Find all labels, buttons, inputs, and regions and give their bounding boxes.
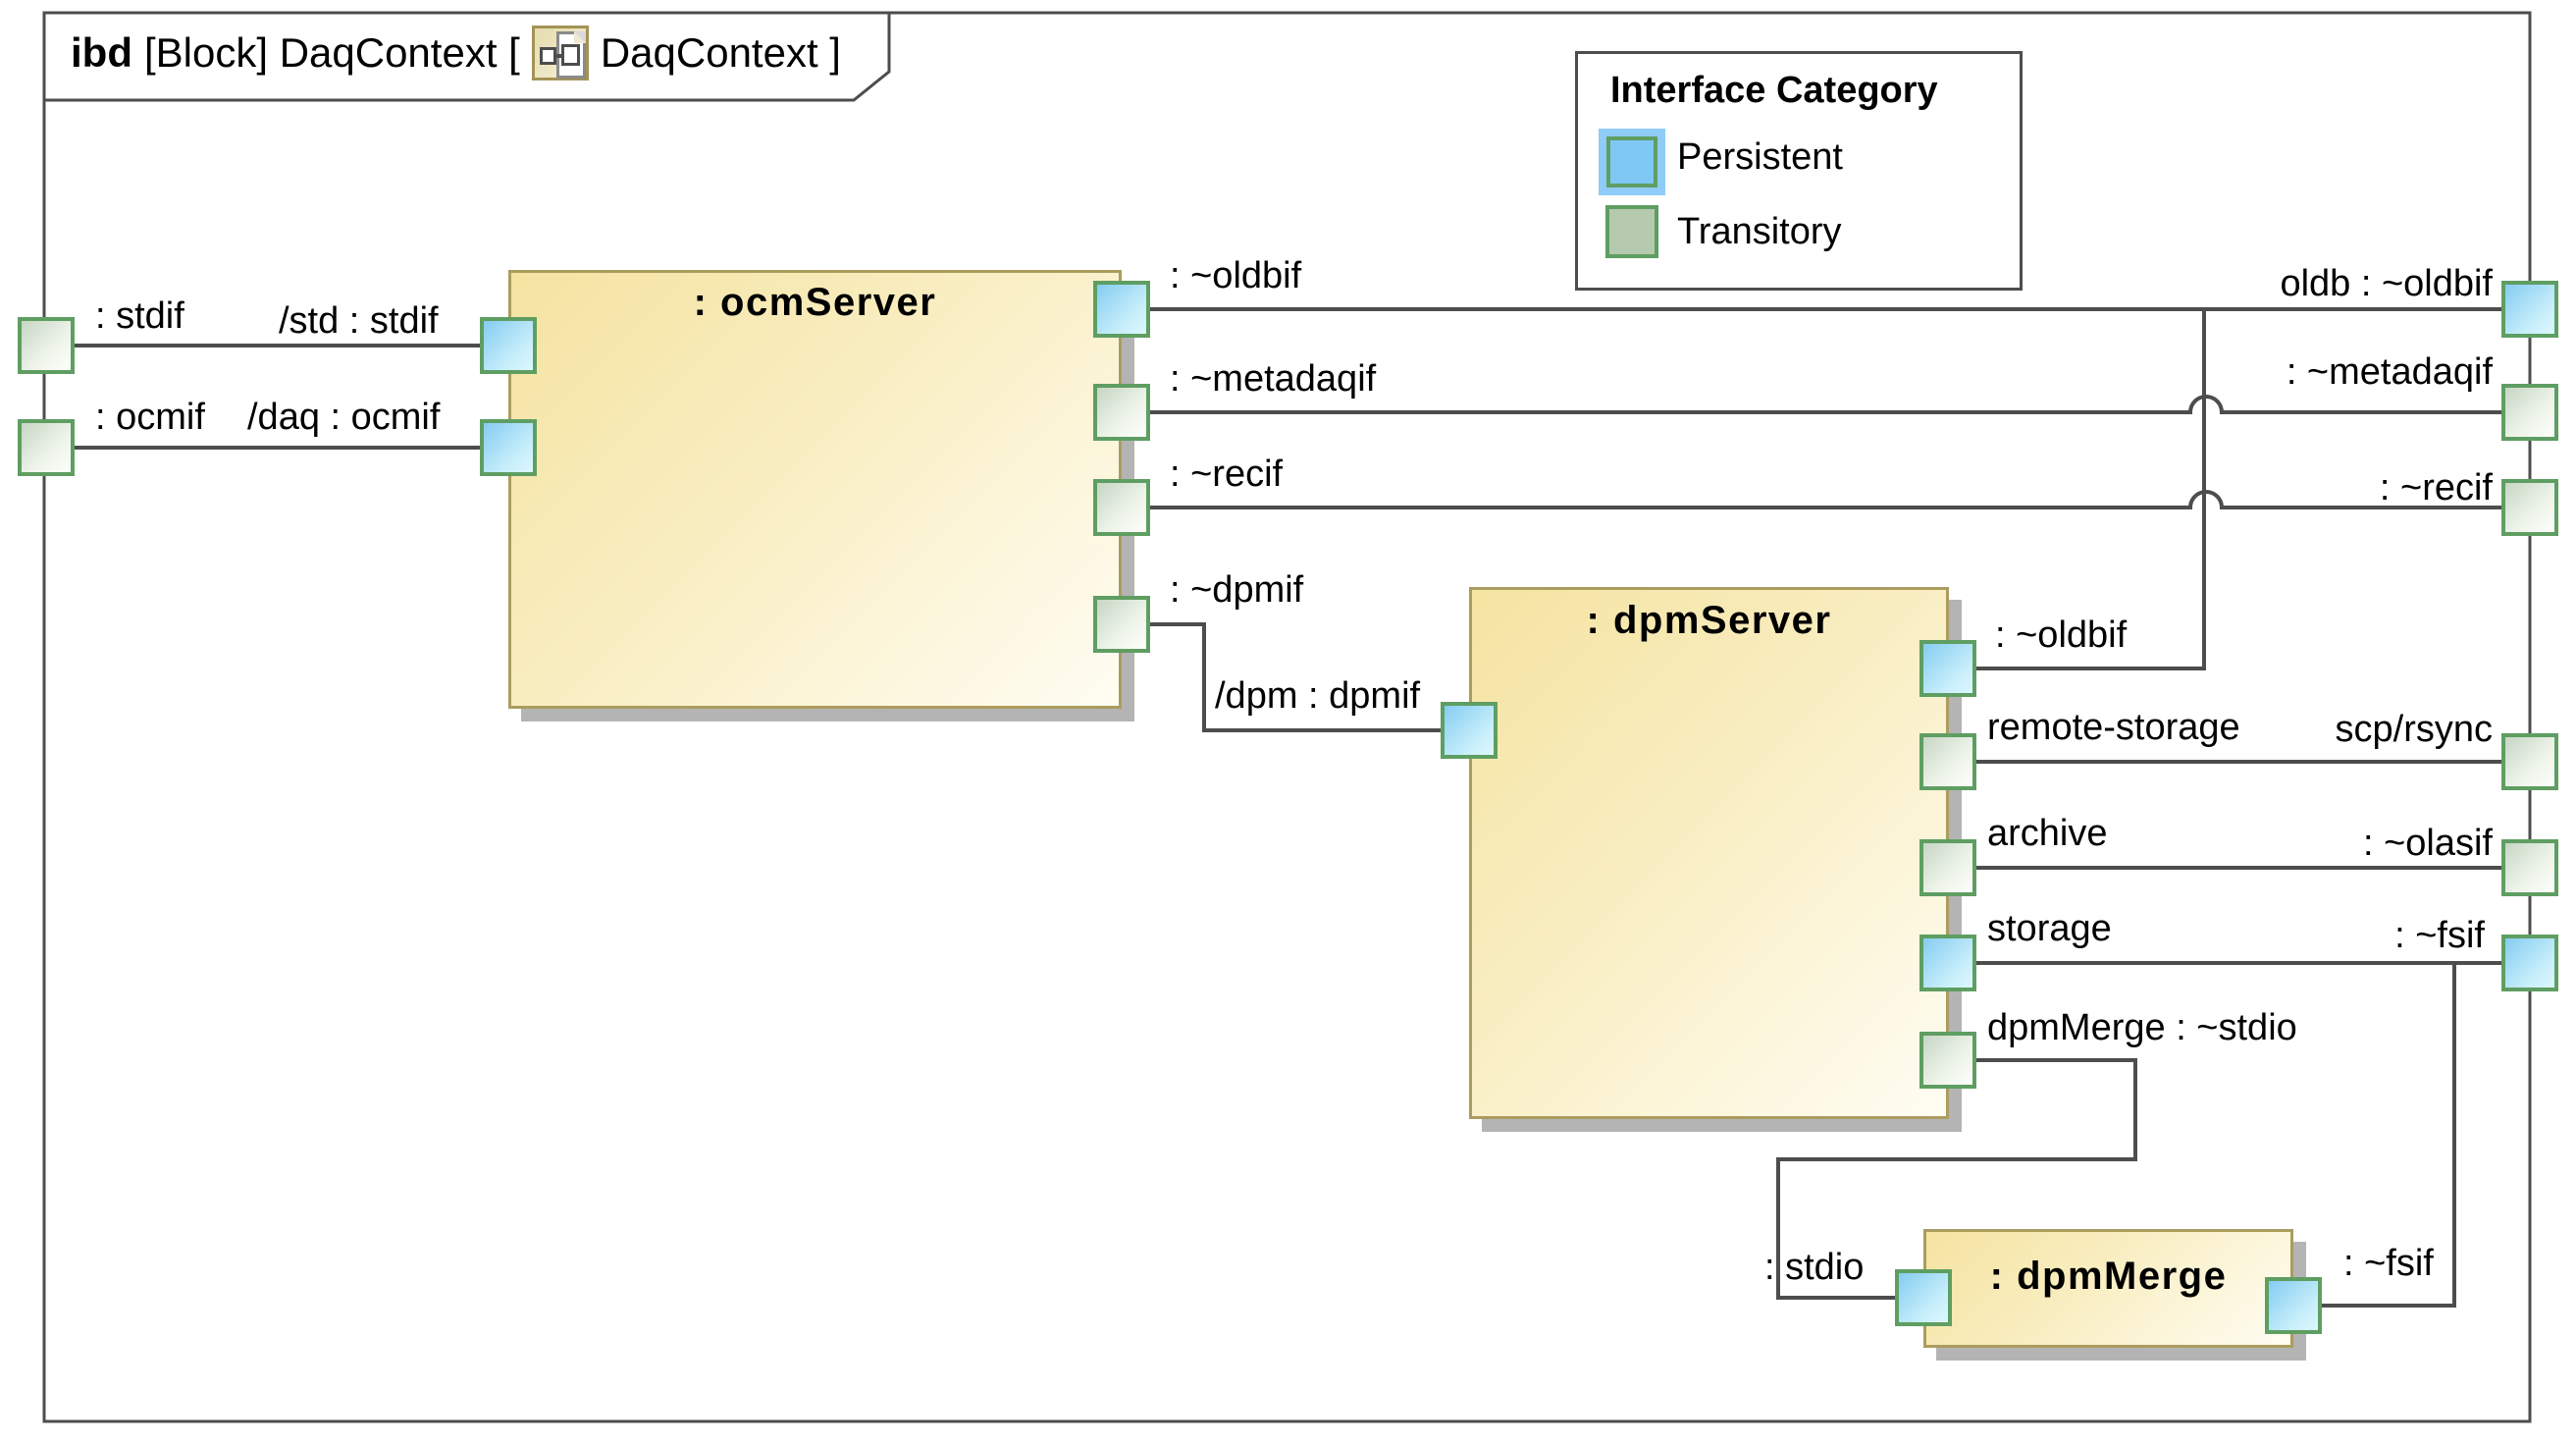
port-frame-stdif[interactable] bbox=[18, 317, 75, 374]
port-frame-ocmif[interactable] bbox=[18, 419, 75, 476]
persistent-swatch-halo bbox=[1599, 129, 1665, 195]
frame-title-tab bbox=[42, 11, 891, 102]
port-frame-metadaqif[interactable] bbox=[2501, 384, 2558, 441]
label-metadaqif-frame: : ~metadaqif bbox=[2286, 351, 2493, 393]
label-recif-frame: : ~recif bbox=[2379, 467, 2493, 508]
port-ocm-oldbif[interactable] bbox=[1093, 281, 1150, 338]
label-stdif: : stdif bbox=[95, 295, 184, 337]
block-ocm-server-title: : ocmServer bbox=[693, 281, 937, 324]
port-merge-fsif[interactable] bbox=[2265, 1277, 2322, 1334]
port-merge-stdio[interactable] bbox=[1895, 1269, 1952, 1326]
frame-diagram-name: DaqContext ] bbox=[600, 29, 841, 76]
label-ocmif: : ocmif bbox=[95, 397, 205, 438]
port-ocm-daq[interactable] bbox=[480, 419, 537, 476]
label-std-part: /std : stdif bbox=[279, 300, 439, 342]
port-ocm-recif[interactable] bbox=[1093, 479, 1150, 536]
port-ocm-metadaqif[interactable] bbox=[1093, 384, 1150, 441]
label-oldb: oldb : ~oldbif bbox=[2280, 263, 2493, 304]
label-oldbif-dpm: : ~oldbif bbox=[1995, 615, 2128, 656]
label-scp-rsync: scp/rsync bbox=[2335, 709, 2493, 750]
diagram-frame bbox=[42, 11, 2532, 1423]
label-oldbif-ocm: : ~oldbif bbox=[1170, 255, 1302, 296]
port-frame-oldb[interactable] bbox=[2501, 281, 2558, 338]
connector-metadaqif[interactable] bbox=[1150, 395, 2501, 414]
label-dpm-merge-stdio: dpmMerge : ~stdio bbox=[1987, 1007, 2297, 1048]
port-dpm-remote-storage[interactable] bbox=[1919, 733, 1976, 790]
port-dpm-oldbif[interactable] bbox=[1919, 640, 1976, 697]
port-ocm-std[interactable] bbox=[480, 317, 537, 374]
connector-recif[interactable] bbox=[1150, 490, 2501, 509]
label-stdio: : stdio bbox=[1764, 1247, 1865, 1288]
port-dpm-archive[interactable] bbox=[1919, 839, 1976, 896]
label-fsif-merge: : ~fsif bbox=[2343, 1243, 2434, 1284]
connector-stdio[interactable] bbox=[1776, 1058, 2137, 1300]
label-fsif-frame: : ~fsif bbox=[2394, 915, 2485, 956]
frame-title: ibd [Block] DaqContext [ DaqContext ] bbox=[71, 24, 841, 82]
ibd-diagram-icon bbox=[531, 26, 589, 80]
label-daq-part: /daq : ocmif bbox=[247, 397, 441, 438]
legend-item-persistent: Persistent bbox=[1677, 136, 1843, 178]
connector-dpmif[interactable] bbox=[1150, 622, 1441, 732]
connector-oldbif-dpm-branch[interactable] bbox=[1976, 311, 2206, 670]
label-storage: storage bbox=[1987, 908, 2112, 949]
label-metadaqif-ocm: : ~metadaqif bbox=[1170, 358, 1377, 400]
port-frame-scp-rsync[interactable] bbox=[2501, 733, 2558, 790]
label-dpm-part: /dpm : dpmif bbox=[1215, 675, 1421, 717]
port-frame-recif[interactable] bbox=[2501, 479, 2558, 536]
interface-category-legend: Interface Category Persistent Transitory bbox=[1575, 51, 2023, 291]
port-frame-fsif[interactable] bbox=[2501, 935, 2558, 991]
label-recif-ocm: : ~recif bbox=[1170, 454, 1284, 495]
block-dpm-merge-title: : dpmMerge bbox=[1989, 1255, 2228, 1298]
block-dpm-server[interactable] bbox=[1469, 587, 1949, 1119]
connector-fsif-merge-branch[interactable] bbox=[2322, 965, 2456, 1308]
label-remote-storage: remote-storage bbox=[1987, 707, 2240, 748]
port-ocm-dpmif[interactable] bbox=[1093, 596, 1150, 653]
label-dpmif-ocm: : ~dpmif bbox=[1170, 569, 1304, 611]
frame-context: [Block] DaqContext [ bbox=[143, 29, 520, 76]
transitory-swatch bbox=[1605, 205, 1658, 258]
legend-title: Interface Category bbox=[1610, 70, 1938, 111]
port-dpm-stdio[interactable] bbox=[1919, 1032, 1976, 1089]
block-ocm-server[interactable] bbox=[508, 270, 1122, 709]
persistent-swatch bbox=[1606, 136, 1657, 187]
label-archive: archive bbox=[1987, 813, 2108, 854]
port-dpm-dpm[interactable] bbox=[1441, 702, 1498, 759]
frame-keyword: ibd bbox=[71, 29, 132, 76]
legend-item-transitory: Transitory bbox=[1677, 211, 1842, 252]
port-dpm-storage[interactable] bbox=[1919, 935, 1976, 991]
port-frame-olasif[interactable] bbox=[2501, 839, 2558, 896]
label-olasif: : ~olasif bbox=[2362, 823, 2493, 864]
block-dpm-server-title: : dpmServer bbox=[1586, 599, 1832, 642]
